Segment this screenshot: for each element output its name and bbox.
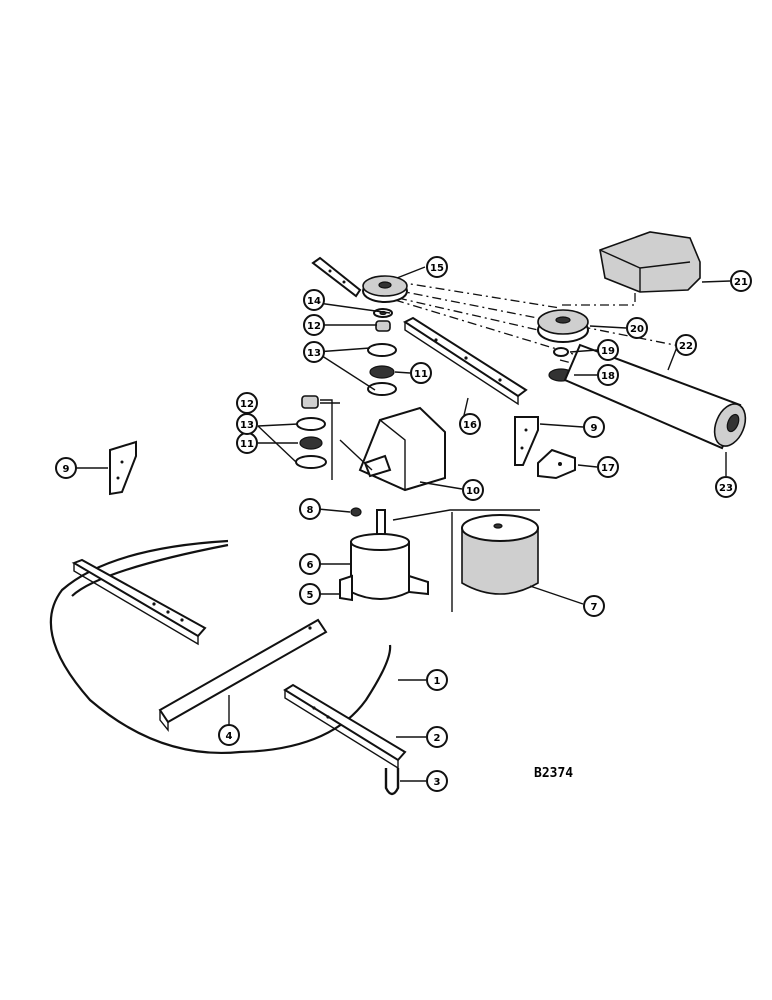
svg-text:2: 2 (434, 733, 441, 744)
svg-text:20: 20 (630, 324, 644, 335)
svg-text:17: 17 (601, 463, 615, 474)
callout-11-lower: 11 (236, 432, 258, 454)
leader-lines (76, 266, 731, 782)
callout-9-left: 9 (55, 457, 77, 479)
svg-text:12: 12 (240, 399, 254, 410)
svg-text:18: 18 (601, 371, 615, 382)
assembly-frame-lines (392, 509, 540, 612)
part-19-spacer (553, 347, 569, 357)
svg-text:7: 7 (591, 602, 598, 613)
svg-text:21: 21 (734, 277, 748, 288)
callout-13-upper: 13 (303, 341, 325, 363)
part-7-drum (461, 514, 539, 595)
part-12-spacer (375, 320, 391, 332)
svg-text:19: 19 (601, 346, 615, 357)
part-8-fitting (350, 507, 362, 517)
svg-text:10: 10 (466, 486, 480, 497)
svg-text:15: 15 (430, 263, 444, 274)
part-12-13-11-bearing-lower (295, 395, 333, 480)
svg-text:9: 9 (63, 464, 70, 475)
part-9-bracket-right (514, 416, 539, 466)
callout-9-right: 9 (583, 416, 605, 438)
callout-6: 6 (299, 553, 321, 575)
callout-12-lower: 12 (236, 392, 258, 414)
part-arm-left (71, 558, 207, 646)
callout-16: 16 (459, 413, 481, 435)
callout-4: 4 (218, 724, 240, 746)
callout-7: 7 (583, 595, 605, 617)
part-17-bracket (537, 448, 576, 480)
callout-3: 3 (426, 770, 448, 792)
callout-23: 23 (715, 476, 737, 498)
callout-11-upper: 11 (410, 362, 432, 384)
callout-22: 22 (675, 334, 697, 356)
callout-20: 20 (626, 317, 648, 339)
svg-text:11: 11 (240, 439, 254, 450)
svg-text:8: 8 (307, 505, 314, 516)
svg-text:9: 9 (591, 423, 598, 434)
part-4-bar (158, 618, 328, 732)
callouts: 1 2 3 4 5 6 7 8 9 9 10 11 11 12 12 13 13… (55, 256, 752, 792)
part-20-idler-pulley (537, 309, 589, 343)
part-9-bracket-left (109, 440, 137, 496)
callout-12-upper: 12 (303, 314, 325, 336)
svg-text:6: 6 (307, 560, 314, 571)
callout-14: 14 (303, 289, 325, 311)
svg-text:16: 16 (463, 420, 477, 431)
svg-text:5: 5 (307, 590, 314, 601)
svg-text:23: 23 (719, 483, 733, 494)
callout-5: 5 (299, 583, 321, 605)
svg-text:22: 22 (679, 341, 693, 352)
callout-1: 1 (426, 669, 448, 691)
part-2-arm (283, 683, 407, 770)
svg-text:14: 14 (307, 296, 321, 307)
callout-2: 2 (426, 726, 448, 748)
callout-8: 8 (299, 498, 321, 520)
svg-text:11: 11 (414, 369, 428, 380)
part-21-belt-guard (599, 231, 701, 293)
callout-13-lower: 13 (236, 413, 258, 435)
svg-text:3: 3 (434, 777, 441, 788)
callout-17: 17 (597, 456, 619, 478)
callout-18: 18 (597, 364, 619, 386)
svg-text:1: 1 (434, 676, 441, 687)
part-13-11-bearing-upper (367, 343, 397, 396)
callout-10: 10 (462, 479, 484, 501)
svg-text:13: 13 (240, 420, 254, 431)
svg-text:4: 4 (226, 731, 233, 742)
part-15-pulley (362, 275, 408, 303)
svg-text:13: 13 (307, 348, 321, 359)
callout-19: 19 (597, 339, 619, 361)
part-10-bracket (339, 406, 446, 492)
part-16-arm (402, 316, 528, 406)
part-bracket-upper (311, 256, 362, 298)
part-3-ubolt (384, 768, 400, 796)
part-6-housing (339, 509, 429, 602)
callout-15: 15 (426, 256, 448, 278)
drawing-code: B2374 (534, 766, 573, 781)
svg-text:12: 12 (307, 321, 321, 332)
callout-21: 21 (730, 270, 752, 292)
